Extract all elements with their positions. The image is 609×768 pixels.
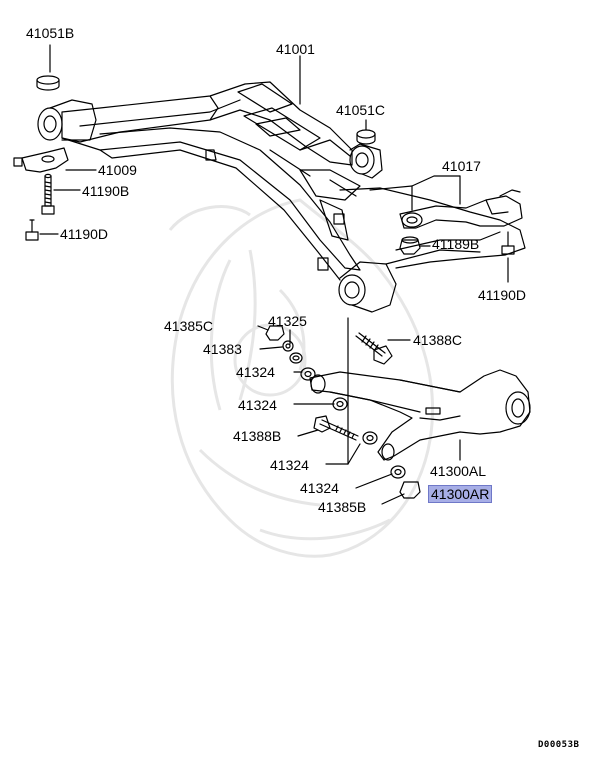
label-41051B: 41051B xyxy=(26,25,75,41)
label-41189B: 41189B xyxy=(432,236,480,252)
label-41324-c: 41324 xyxy=(270,457,309,473)
label-41300AL: 41300AL xyxy=(430,463,487,479)
label-41190B: 41190B xyxy=(82,183,130,199)
label-41001: 41001 xyxy=(276,41,315,57)
label-41385B: 41385B xyxy=(318,499,367,515)
diagram-code: D00053B xyxy=(538,740,580,750)
label-41017: 41017 xyxy=(442,158,481,174)
label-41325: 41325 xyxy=(268,313,307,329)
label-41324-a: 41324 xyxy=(236,364,275,380)
label-41300AR: 41300AR xyxy=(428,485,493,503)
drawing-lines xyxy=(13,44,531,505)
label-41388B: 41388B xyxy=(233,428,282,444)
label-41009: 41009 xyxy=(98,162,137,178)
label-41324-b: 41324 xyxy=(238,397,277,413)
watermark-emblem xyxy=(168,198,434,558)
label-41324-d: 41324 xyxy=(300,480,339,496)
label-41383: 41383 xyxy=(203,341,242,357)
label-41388C: 41388C xyxy=(413,332,463,348)
label-41385C: 41385C xyxy=(164,318,214,334)
label-41190D-right: 41190D xyxy=(478,287,527,303)
label-41190D-left: 41190D xyxy=(60,226,109,242)
label-41051C: 41051C xyxy=(336,102,386,118)
